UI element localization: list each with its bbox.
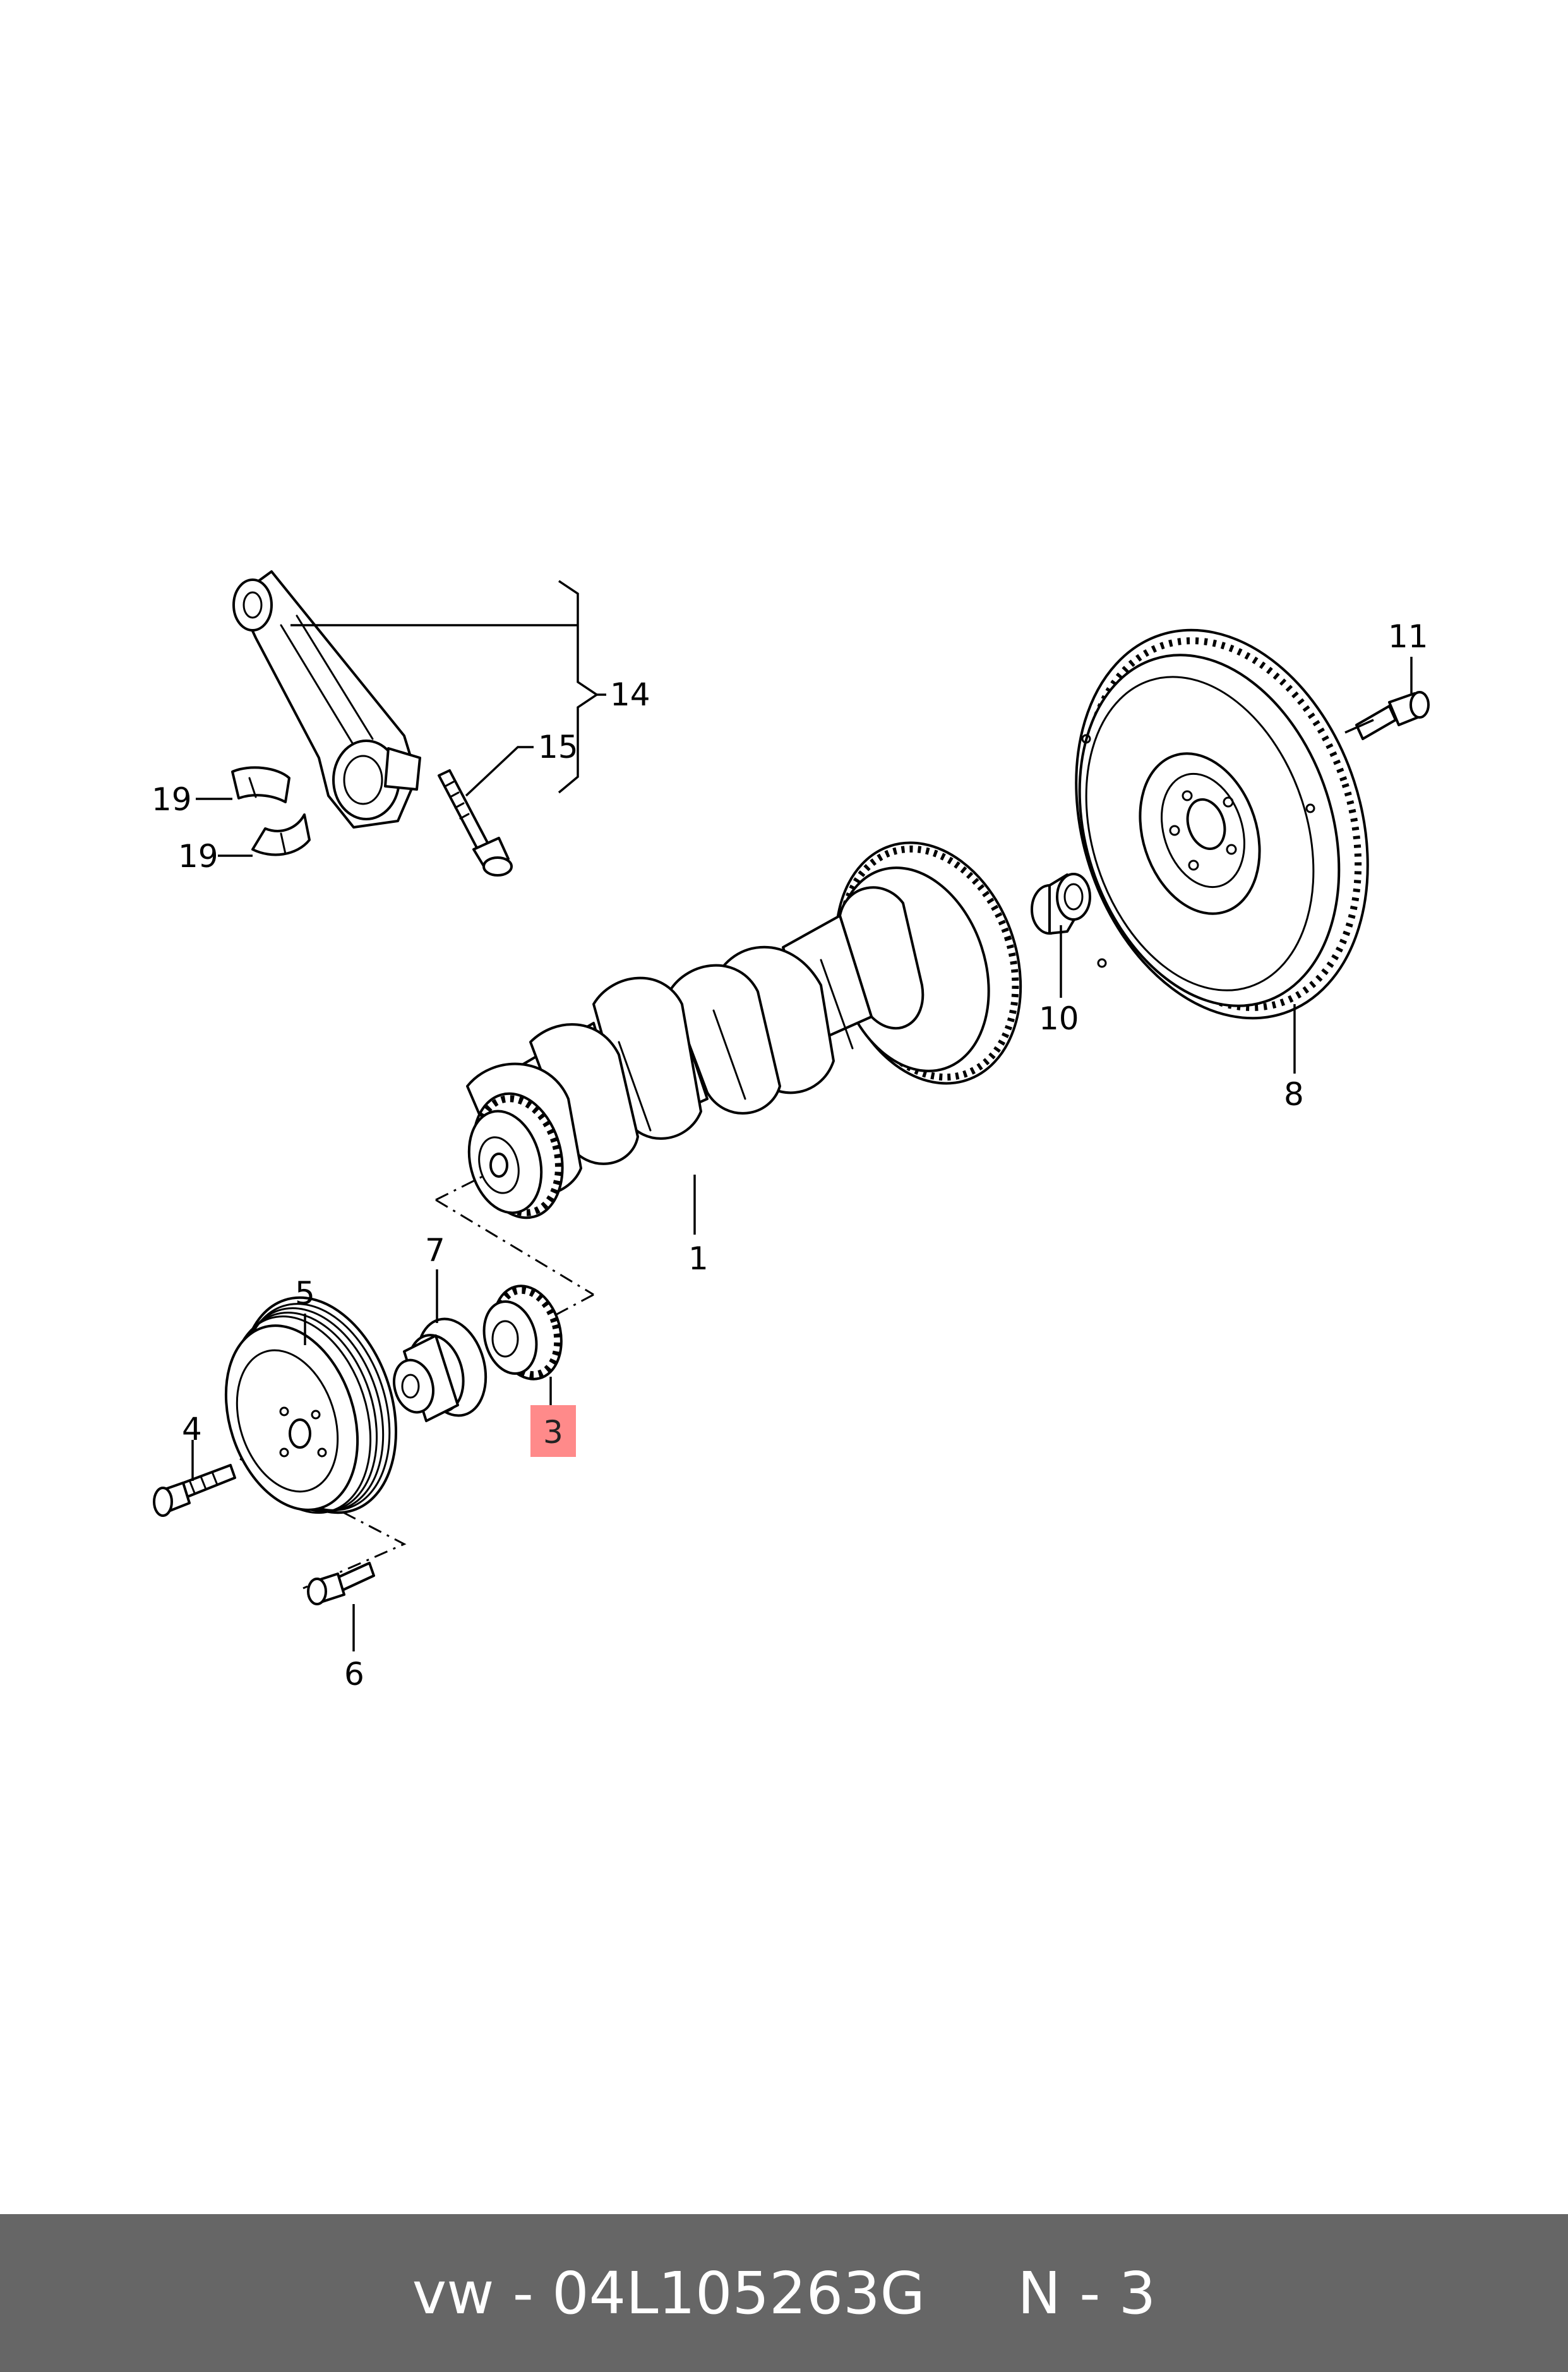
callout-11: 11 <box>1388 618 1428 655</box>
callout-15: 15 <box>538 729 578 765</box>
pulley-bolt <box>307 1562 375 1605</box>
part-number: 04L105263G <box>552 2259 925 2327</box>
bearing-shell-lower <box>251 813 311 856</box>
crankshaft <box>466 841 1022 1219</box>
conrod-bolt <box>438 769 513 877</box>
callout-7: 7 <box>425 1232 445 1269</box>
crankshaft-assembly-drawing: 14 15 19 19 8 <box>152 570 1430 1692</box>
callout-19a: 19 <box>152 781 192 818</box>
callout-1: 1 <box>688 1240 709 1277</box>
crankshaft-sprocket <box>482 1285 563 1381</box>
callout-4: 4 <box>182 1411 202 1447</box>
callout-8: 8 <box>1284 1076 1304 1113</box>
callout-14: 14 <box>610 676 650 713</box>
position-label: N - 3 <box>1017 2259 1156 2327</box>
exploded-parts-diagram: 14 15 19 19 8 <box>152 570 1430 1692</box>
bearing-shell-upper <box>231 766 290 803</box>
caption-gap <box>925 2260 1017 2327</box>
flywheel <box>1075 628 1369 1020</box>
callout-3-highlight <box>530 1405 576 1457</box>
callout-14-bracket <box>290 580 606 794</box>
caption-separator: - <box>494 2259 553 2327</box>
callout-19b: 19 <box>178 838 218 875</box>
callout-3: 3 <box>543 1414 563 1451</box>
vibration-damper-hub <box>393 1317 488 1422</box>
callout-6: 6 <box>344 1656 364 1692</box>
footer-bar: vw - 04L105263G N - 3 <box>0 2214 1568 2372</box>
flywheel-bolt <box>1355 691 1430 740</box>
connecting-rod <box>232 570 421 829</box>
pulley-central-bolt <box>153 1464 236 1517</box>
needle-bearing <box>1031 873 1091 935</box>
callout-5: 5 <box>295 1275 315 1312</box>
brand-label: vw <box>412 2259 494 2327</box>
belt-pulley <box>224 1296 398 1514</box>
part-caption: vw - 04L105263G N - 3 <box>412 2260 1156 2327</box>
callout-10: 10 <box>1039 1000 1079 1037</box>
